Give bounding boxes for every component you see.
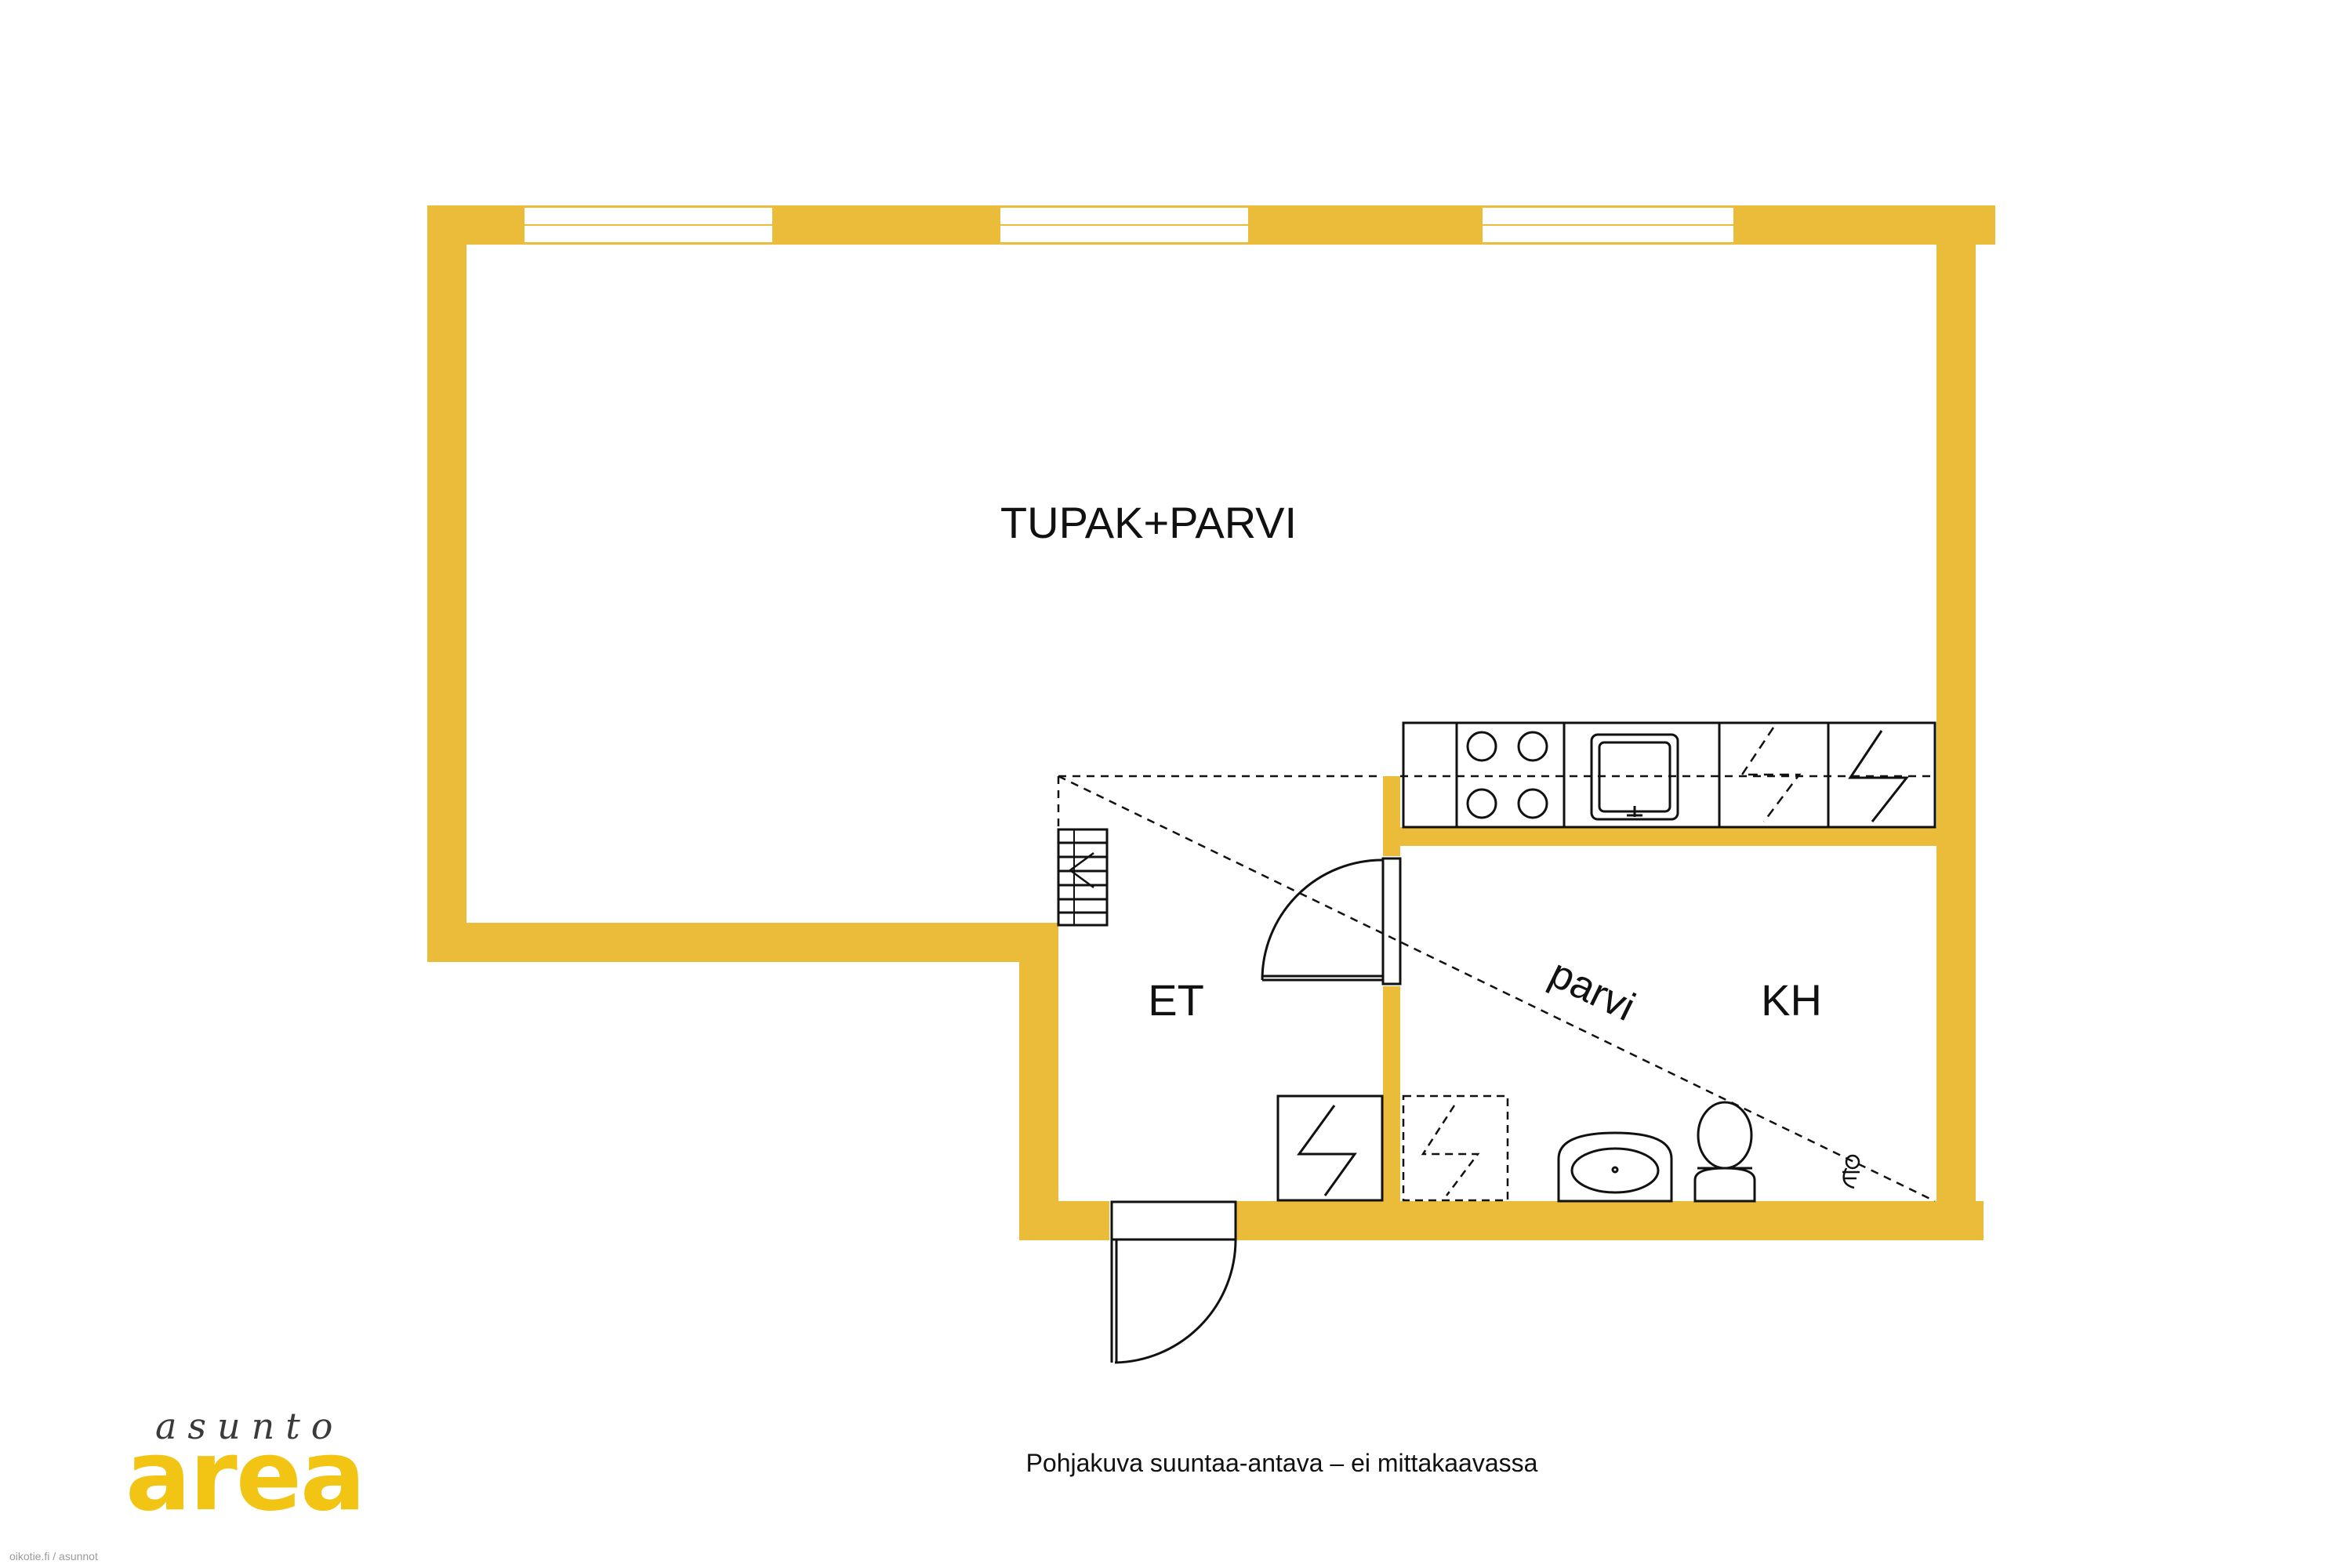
stair-icon xyxy=(1057,828,1109,927)
stove-icon xyxy=(1466,731,1548,819)
room-label-entry: ET xyxy=(1148,975,1204,1025)
cabinet-icon xyxy=(1276,1094,1384,1202)
wall-left xyxy=(427,205,466,962)
windows xyxy=(523,206,1735,244)
wall-right xyxy=(1936,205,1976,1240)
toilet-icon xyxy=(1693,1101,1756,1203)
loft-outline xyxy=(1057,775,1936,1203)
credit-text: oikotie.fi / asunnot xyxy=(9,1550,98,1563)
floor-drain-icon xyxy=(1842,1154,1860,1189)
cabinet-icon xyxy=(1848,730,1910,822)
washbasin-icon xyxy=(1557,1131,1673,1203)
wall-bottom-left xyxy=(427,923,1058,962)
wall-kitchen-sep xyxy=(1384,827,1936,846)
brand-logo: asunto area xyxy=(125,1405,366,1533)
wall-entry-left xyxy=(1019,923,1058,1240)
bath-fixtures xyxy=(1276,1094,1860,1203)
door-swing-icon xyxy=(1261,857,1402,985)
logo-top-text: asunto xyxy=(155,1405,343,1447)
logo-main-text: area xyxy=(125,1420,365,1533)
cabinet-icon xyxy=(1402,1094,1509,1202)
wall-partition xyxy=(1383,776,1400,1201)
plan-caption: Pohjakuva suuntaa-antava – ei mittakaava… xyxy=(1026,1449,1538,1477)
cabinet-icon xyxy=(1740,727,1802,822)
kitchen-counter xyxy=(1402,721,1936,829)
door-openings xyxy=(1109,856,1400,1240)
room-label-bath: KH xyxy=(1761,975,1822,1025)
room-label-main: TUPAK+PARVI xyxy=(1000,498,1297,547)
door-swing-icon xyxy=(1110,1200,1237,1364)
